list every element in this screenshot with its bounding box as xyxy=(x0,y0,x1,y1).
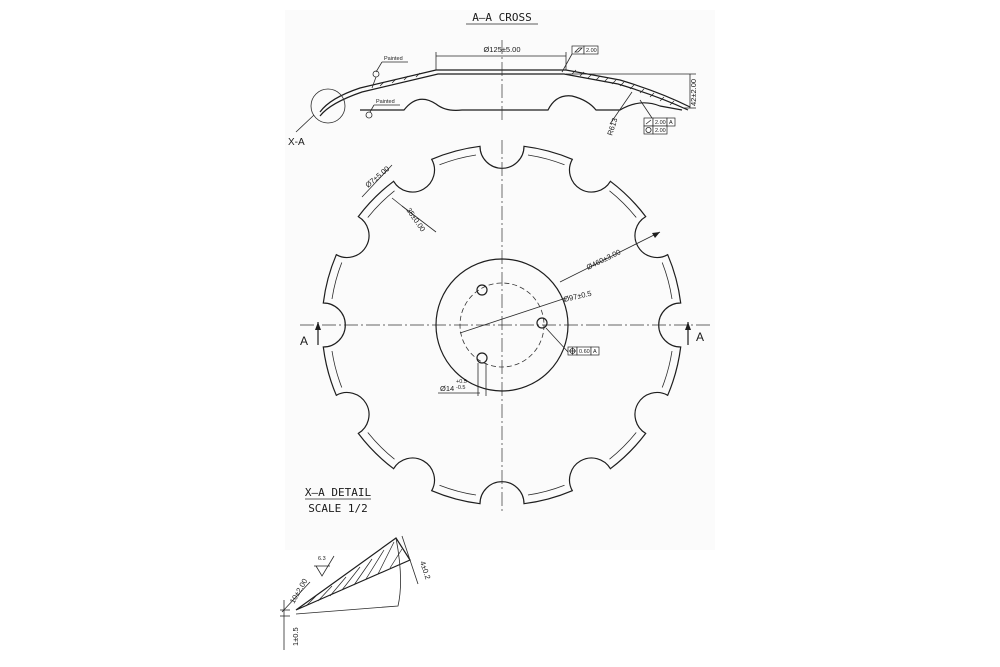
section-title: A–A CROSS xyxy=(472,11,532,24)
edge-angle-dim-line xyxy=(281,581,311,613)
detail-leader xyxy=(295,114,315,133)
depth-label: 42±2.00 xyxy=(689,79,698,106)
roughness-symbol: 6.3 xyxy=(314,555,335,577)
blade-edge-section xyxy=(295,537,411,611)
bolt-hole-right xyxy=(536,317,548,329)
section-marker-left: A xyxy=(300,322,321,348)
disc-bevel-line xyxy=(331,154,673,496)
blade-hatch xyxy=(305,541,403,607)
position-value: 0.60 xyxy=(579,349,590,355)
disc-notched-rim xyxy=(322,145,682,505)
blade-back-line xyxy=(295,537,401,615)
painted-note-upper: Painted xyxy=(371,56,408,89)
circularity-value: 2.00 xyxy=(655,128,666,134)
flatness-frame: 2.00 xyxy=(561,45,599,73)
flatness-value: 2.00 xyxy=(586,48,597,54)
detail-title: X–A DETAIL xyxy=(305,486,372,499)
painted-note-lower: Painted xyxy=(365,99,400,119)
bolt-circle-dim-line xyxy=(459,297,567,334)
section-view: A–A CROSS xyxy=(288,11,698,148)
hole-tol-lower: -0.5 xyxy=(456,385,465,391)
detail-circle xyxy=(310,88,346,124)
section-hatch xyxy=(379,69,675,106)
runout-value: 2.00 xyxy=(655,120,666,126)
section-marker-right: A xyxy=(685,322,704,345)
bolt-circle xyxy=(459,282,545,368)
flat-diameter-label: Ø125±5.00 xyxy=(483,45,520,54)
bolt-hole-bottom xyxy=(476,352,488,364)
hole-diameter-label: Ø14 xyxy=(440,384,454,393)
svg-text:A: A xyxy=(696,330,704,344)
outer-diameter-dim-line xyxy=(559,231,661,283)
circularity-frame: 2.00 xyxy=(643,125,668,135)
notch-profile xyxy=(360,95,683,111)
thickness-dim-line xyxy=(401,535,419,585)
runout-datum: A xyxy=(669,120,673,126)
detail-view: X–A DETAIL SCALE 1/2 6.3 4±0.2 10±2.00 xyxy=(280,486,432,650)
svg-text:Painted: Painted xyxy=(384,56,403,62)
radius-leader xyxy=(609,91,633,125)
roughness-value: 6.3 xyxy=(318,556,326,562)
disc-outline xyxy=(322,145,682,505)
notch-diameter-dim-line xyxy=(361,164,393,198)
bolt-hole-top xyxy=(476,284,488,296)
position-frame: 0.60 A xyxy=(545,327,600,356)
thickness-label: 4±0.2 xyxy=(418,560,432,581)
hole-tol-upper: +0.5 xyxy=(456,379,467,385)
runout-frame: 2.00 A xyxy=(639,99,676,127)
position-datum: A xyxy=(593,349,597,355)
edge-thickness-label: 1±0.5 xyxy=(291,627,300,646)
detail-marker-label: X-A xyxy=(288,137,305,148)
svg-text:A: A xyxy=(300,334,308,348)
edge-angle-label: 10±2.00 xyxy=(288,577,309,605)
drawing-sheet xyxy=(285,10,715,550)
detail-scale: SCALE 1/2 xyxy=(308,502,368,515)
disc-lower-profile xyxy=(319,73,689,117)
svg-text:Painted: Painted xyxy=(376,99,395,105)
hub-flat-circle xyxy=(435,258,569,392)
